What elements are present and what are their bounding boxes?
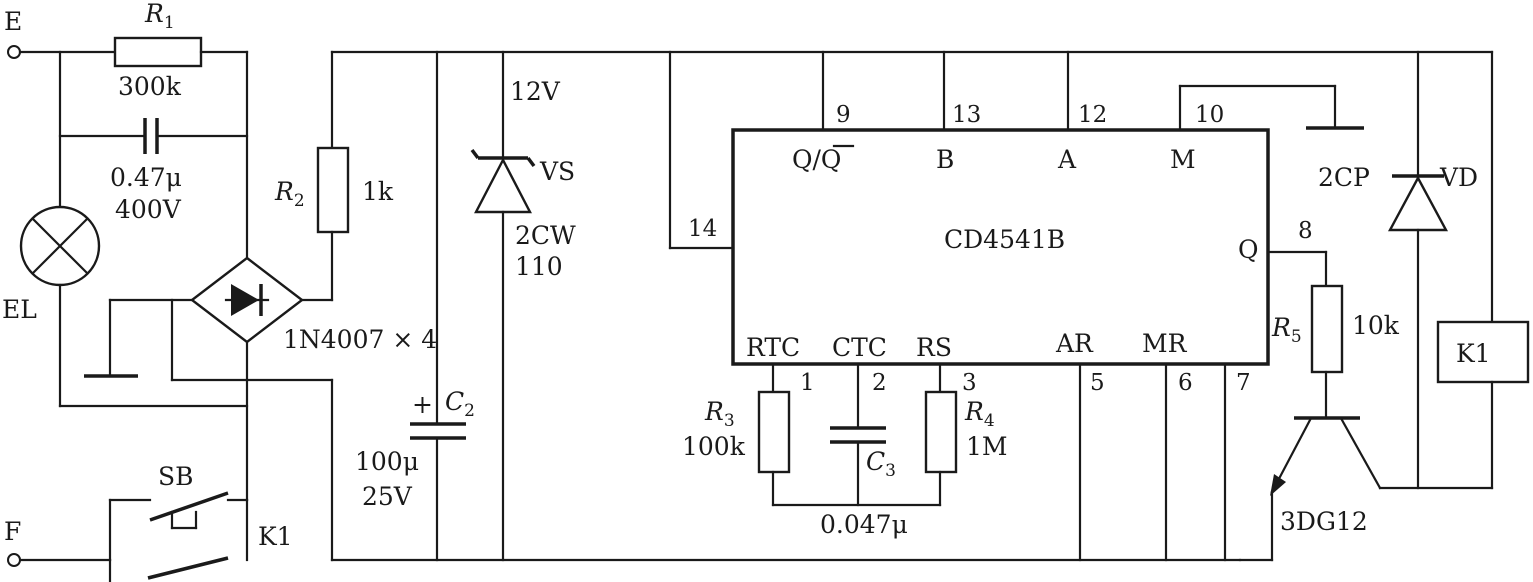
c1-voltage: 400V [115, 195, 182, 224]
relay-contact-label: K1 [258, 522, 293, 551]
r3-value: 100k [682, 432, 746, 461]
pin-3-num: 3 [962, 370, 977, 396]
pin-6-label: MR [1142, 329, 1188, 358]
input-section: E R1 300k 0.47μ 400V EL 1N4007 × 4 [2, 0, 437, 582]
bridge-part: 1N4007 × 4 [283, 325, 437, 354]
pin-3-label: RS [916, 333, 952, 362]
relay-coil-k1 [1436, 320, 1530, 384]
pin-8-label: Q [1238, 235, 1259, 264]
output-driver-section: R5 10k 3DG12 2CP VD K1 [1238, 50, 1530, 562]
pin-10-num: 10 [1195, 102, 1224, 128]
transistor-emitter-arrow [1270, 474, 1286, 496]
pin-6-num: 6 [1178, 370, 1193, 396]
vs-name: VS [539, 157, 575, 186]
pin-5-label: AR [1055, 329, 1094, 358]
vs-voltage: 12V [510, 77, 561, 106]
c1-value: 0.47μ [110, 163, 182, 192]
pin-9-num: 9 [836, 102, 851, 128]
transistor-label: 3DG12 [1280, 507, 1368, 536]
r2-label: R2 [274, 177, 305, 211]
r5-value: 10k [1352, 311, 1400, 340]
resistor-r3 [757, 390, 791, 474]
terminal-e-label: E [4, 7, 22, 36]
r1-value: 300k [118, 72, 182, 101]
c2-plus: + [412, 390, 433, 419]
r3-label: R3 [704, 397, 735, 431]
ic-cd4541b: CD4541B 14 9 13 12 10 Q/Q B A M Q 8 RTC … [668, 50, 1364, 562]
resistor-r4 [924, 390, 958, 474]
pin-10-label: M [1170, 145, 1196, 174]
pin-14-num: 14 [688, 216, 717, 242]
resistor-r1 [113, 36, 203, 68]
switch-sb [149, 491, 229, 522]
lamp-label: EL [2, 295, 37, 324]
vd-name: VD [1439, 163, 1478, 192]
terminal-f [7, 553, 21, 567]
vs-part2: 110 [515, 252, 563, 281]
bridge-diode-symbol [231, 284, 259, 316]
c2-value: 100μ [355, 447, 419, 476]
pin-12-num: 12 [1078, 102, 1107, 128]
switch-sb-label: SB [158, 462, 194, 491]
pin-2-label: CTC [832, 333, 887, 362]
pin-7-num: 7 [1236, 370, 1251, 396]
vs-part: 2CW [515, 221, 576, 250]
r5-label: R5 [1271, 313, 1302, 347]
ic-name: CD4541B [944, 225, 1065, 254]
pin-13-label: B [936, 145, 954, 174]
pin-13-num: 13 [952, 102, 981, 128]
c2-voltage: 25V [362, 482, 413, 511]
r1-label: R1 [144, 0, 175, 33]
c3-label: C3 [866, 447, 896, 481]
r4-label: R4 [964, 397, 995, 431]
pin-1-label: RTC [746, 333, 800, 362]
pin-2-num: 2 [872, 370, 887, 396]
c3-value: 0.047μ [820, 510, 908, 539]
vd-part: 2CP [1318, 163, 1370, 192]
resistor-r2 [316, 146, 350, 234]
r2-value: 1k [362, 177, 394, 206]
power-supply-section: R2 1k + C2 100μ 25V 12V VS 2CW 110 [274, 50, 1494, 562]
pin-1-num: 1 [800, 370, 815, 396]
ic-body [731, 128, 1270, 366]
r4-value: 1M [966, 432, 1008, 461]
pin-9-label: Q/Q [792, 145, 841, 174]
terminal-e [7, 45, 21, 59]
terminal-f-label: F [4, 517, 21, 546]
relay-contact-k1 [147, 556, 229, 580]
c2-label: C2 [445, 387, 475, 421]
pin-8-num: 8 [1298, 218, 1313, 244]
relay-coil-label: K1 [1456, 339, 1491, 368]
resistor-r5 [1310, 284, 1344, 374]
pin-5-num: 5 [1090, 370, 1105, 396]
pin-12-label: A [1057, 145, 1077, 174]
timing-network: R3 100k C3 0.047μ R4 1M [682, 362, 1008, 539]
